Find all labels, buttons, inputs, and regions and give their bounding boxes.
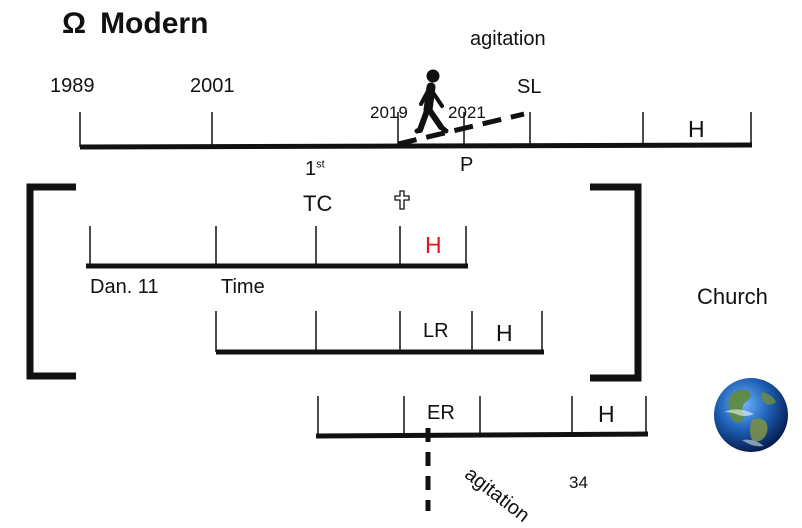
first-superscript: st [316, 158, 325, 171]
world-timeline-axis [315, 431, 649, 439]
earth-globe-icon [714, 378, 788, 452]
world-timeline [315, 396, 649, 511]
first-number: 1 [305, 158, 317, 180]
top-h-label: H [688, 116, 705, 142]
agitation-dashed-slope [397, 111, 525, 147]
first-label: 1st [305, 158, 325, 181]
diagram-lines [26, 69, 788, 511]
title-text: Modern [100, 7, 209, 40]
world-h-label: H [598, 401, 615, 427]
dan11-label: Dan. 11 [90, 276, 159, 298]
left-bracket [26, 183, 76, 380]
year-1989-label: 1989 [50, 75, 95, 97]
omega-symbol: Ω [62, 7, 87, 40]
sl-label: SL [517, 76, 542, 98]
red-h-label: H [425, 232, 442, 258]
cross-icon [394, 190, 410, 210]
number-34-label: 34 [569, 473, 588, 492]
p-label: P [460, 154, 474, 176]
right-bracket [590, 183, 642, 382]
lr-label: LR [423, 320, 449, 342]
lr-h-label: H [496, 320, 513, 346]
walking-person-icon [414, 69, 449, 134]
year-2019-label: 2019 [370, 103, 408, 122]
page-title: Ω Modern [62, 7, 208, 41]
dan11-timeline [86, 226, 468, 269]
year-2021-label: 2021 [448, 103, 486, 122]
church-label: Church [697, 284, 768, 309]
tc-label: TC [303, 191, 333, 216]
er-label: ER [427, 402, 455, 424]
top-timeline-axis [79, 142, 753, 150]
time-label: Time [221, 276, 265, 298]
lr-timeline [215, 311, 544, 355]
top-timeline [79, 111, 753, 150]
year-2001-label: 2001 [190, 75, 235, 97]
diagram-canvas: Ω Modern agitation 1989 2001 SL 2019 2021… [26, 7, 788, 527]
top-agitation-label: agitation [470, 28, 546, 50]
church-brackets [26, 183, 642, 382]
